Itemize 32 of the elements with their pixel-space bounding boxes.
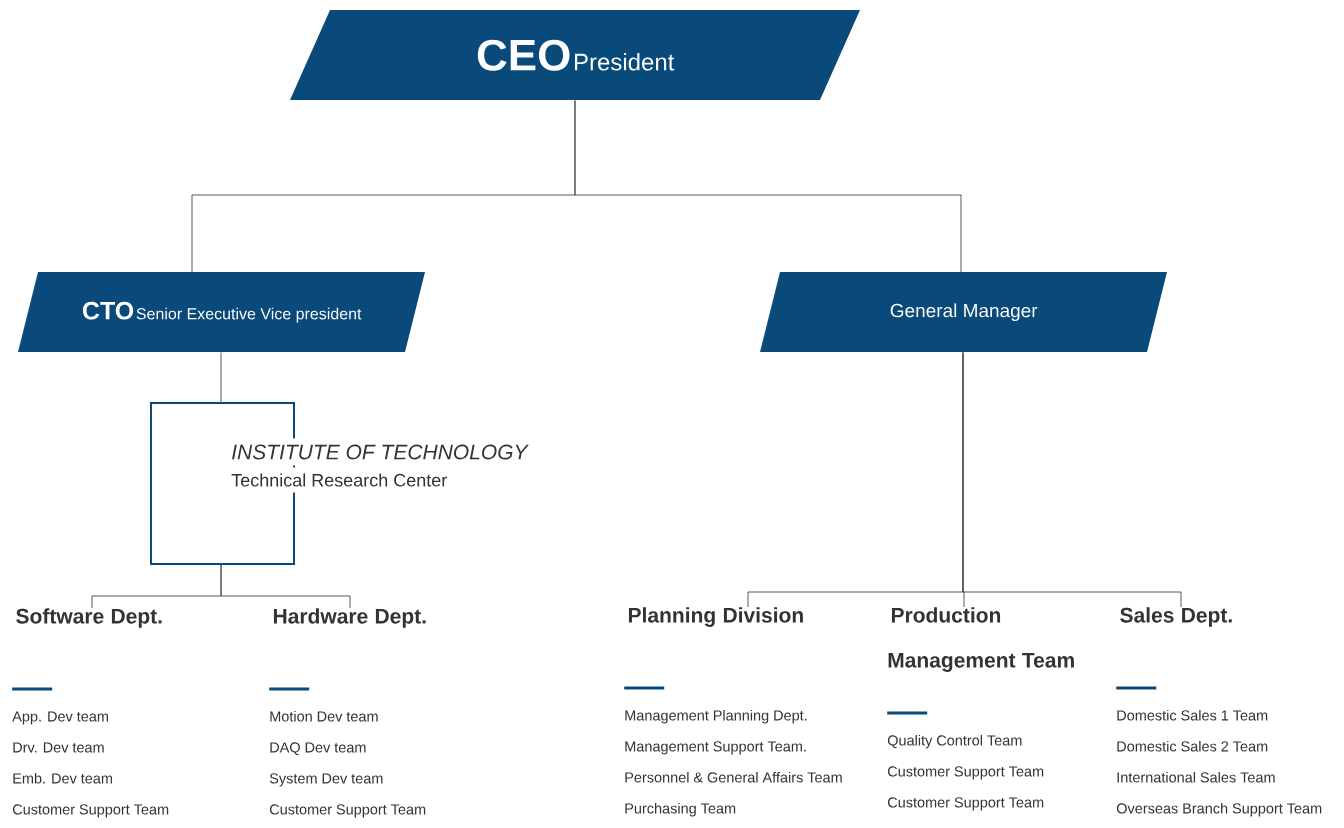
department-heading: Production Management Team [888,607,1074,672]
team-label: Purchasing Team [625,802,736,817]
department-heading: Software Dept. [16,608,162,628]
team-label: Quality Control Team [887,734,1022,749]
team-label: Overseas Branch Support Team [1116,802,1322,817]
team-label: Management Support Team. [625,741,806,755]
department-heading: Sales Dept. [1120,607,1232,627]
connector-line [220,564,351,609]
team-label: Customer Support Team [12,804,169,818]
team-label: Domestic Sales 2 Team [1117,740,1268,752]
title-banner: CEO President [290,10,860,100]
team-label: Management Planning Dept. [625,709,807,724]
team-label: Motion Dev team [270,710,378,722]
team-label: Emb. Dev team [13,772,112,784]
team-label: Domestic Sales 1 Team [1117,709,1268,721]
team-label: DAQ Dev team [270,742,366,756]
department-heading: Planning Division [628,607,803,627]
department-heading: Hardware Dept. [273,608,426,628]
team-label: Customer Support Team [269,804,426,818]
team-label: International Sales Team [1117,771,1275,783]
team-label: App. Dev team [12,711,108,725]
institute-subtitle: Technical Research Center [228,467,451,493]
connector-line [962,351,1182,608]
institute-heading: INSTITUTE OF TECHNOLOGY [228,438,531,466]
team-label: Personnel & General Affairs Team [625,771,842,783]
connector-line [574,99,962,273]
team-label: Customer Support Team [887,766,1044,780]
team-label: Customer Support Team [887,797,1044,811]
team-label: System Dev team [269,773,383,787]
team-label: Drv. Dev team [13,742,104,753]
connector-line [220,351,222,403]
title-banner: General Manager [760,272,1167,352]
